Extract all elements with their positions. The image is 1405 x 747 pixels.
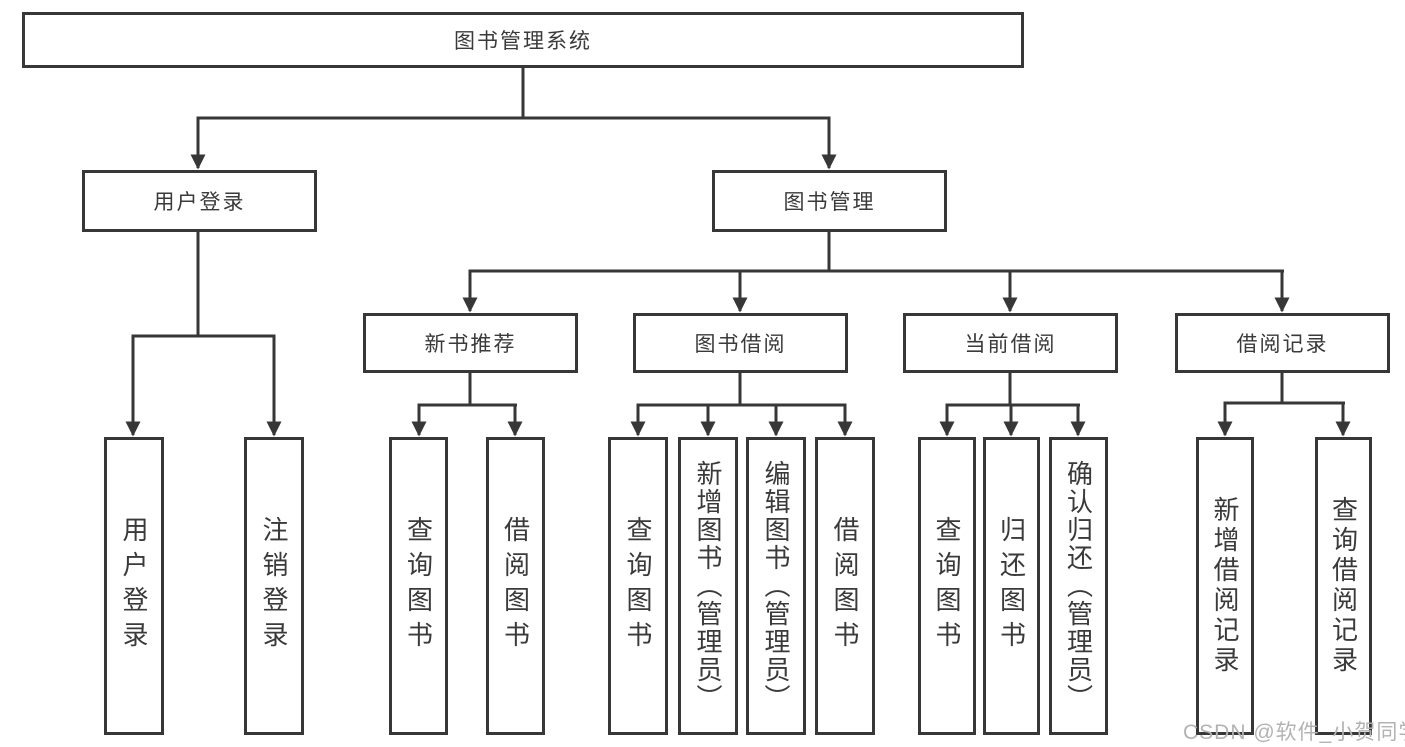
leaf-borrow-books-recommend-label: 借阅图书 — [500, 516, 531, 656]
leaf-query-borrow-record-label: 查询借阅记录 — [1328, 496, 1359, 676]
connector-current-borrow-trunk — [945, 373, 1080, 407]
leaf-borrow-books-recommend: 借阅图书 — [486, 437, 545, 735]
connector-root-trunk — [196, 67, 831, 120]
node-book-management: 图书管理 — [712, 170, 947, 232]
watermark-text: CSDN @软件_小贺同学 — [1183, 721, 1405, 744]
leaf-logout-label: 注销登录 — [259, 516, 289, 656]
connector-user-login-trunk — [131, 232, 276, 338]
leaf-query-borrow-record: 查询借阅记录 — [1315, 437, 1372, 735]
leaf-edit-book-admin: 编辑图书（管理员） — [746, 437, 806, 735]
leaf-add-book-admin-label: 新增图书（管理员） — [693, 460, 723, 712]
connector-book-mgmt-trunk — [468, 232, 1284, 273]
leaf-add-borrow-record: 新增借阅记录 — [1196, 437, 1254, 735]
leaf-user-login: 用户登录 — [104, 437, 164, 735]
node-book-borrowing-label: 图书借阅 — [694, 333, 787, 356]
node-book-borrowing: 图书借阅 — [633, 313, 848, 373]
node-book-management-label: 图书管理 — [783, 191, 876, 214]
leaf-add-borrow-record-label: 新增借阅记录 — [1210, 496, 1240, 676]
leaf-borrow-books: 借阅图书 — [815, 437, 875, 735]
node-borrowing-records-label: 借阅记录 — [1236, 333, 1329, 356]
leaf-add-book-admin: 新增图书（管理员） — [678, 437, 738, 735]
leaf-return-book-label: 归还图书 — [996, 516, 1027, 656]
node-current-borrowing: 当前借阅 — [903, 313, 1118, 373]
leaf-query-books-current: 查询图书 — [918, 437, 976, 735]
connector-book-borrow-trunk — [636, 373, 847, 407]
leaf-query-books-recommend-label: 查询图书 — [403, 516, 434, 656]
node-borrowing-records: 借阅记录 — [1175, 313, 1390, 373]
node-root-system-label: 图书管理系统 — [454, 30, 592, 53]
leaf-edit-book-admin-label: 编辑图书（管理员） — [761, 460, 791, 712]
node-user-login: 用户登录 — [82, 170, 317, 232]
connector-new-book-trunk — [417, 373, 517, 407]
leaf-query-books-borrowing-label: 查询图书 — [623, 516, 653, 656]
leaf-borrow-books-label: 借阅图书 — [830, 516, 860, 656]
leaf-confirm-return-admin-label: 确认归还（管理员） — [1063, 460, 1094, 712]
node-root-system: 图书管理系统 — [22, 12, 1024, 68]
leaf-confirm-return-admin: 确认归还（管理员） — [1049, 437, 1108, 735]
node-new-book-recommend-label: 新书推荐 — [424, 333, 517, 356]
leaf-query-books-recommend: 查询图书 — [389, 437, 448, 735]
connector-borrow-records-trunk — [1223, 373, 1345, 405]
node-user-login-label: 用户登录 — [153, 191, 246, 214]
leaf-query-books-borrowing: 查询图书 — [608, 437, 668, 735]
leaf-query-books-current-label: 查询图书 — [932, 516, 962, 656]
node-new-book-recommend: 新书推荐 — [363, 313, 578, 373]
leaf-user-login-label: 用户登录 — [119, 516, 149, 656]
node-current-borrowing-label: 当前借阅 — [964, 333, 1057, 356]
leaf-return-book: 归还图书 — [983, 437, 1040, 735]
leaf-logout: 注销登录 — [244, 437, 304, 735]
